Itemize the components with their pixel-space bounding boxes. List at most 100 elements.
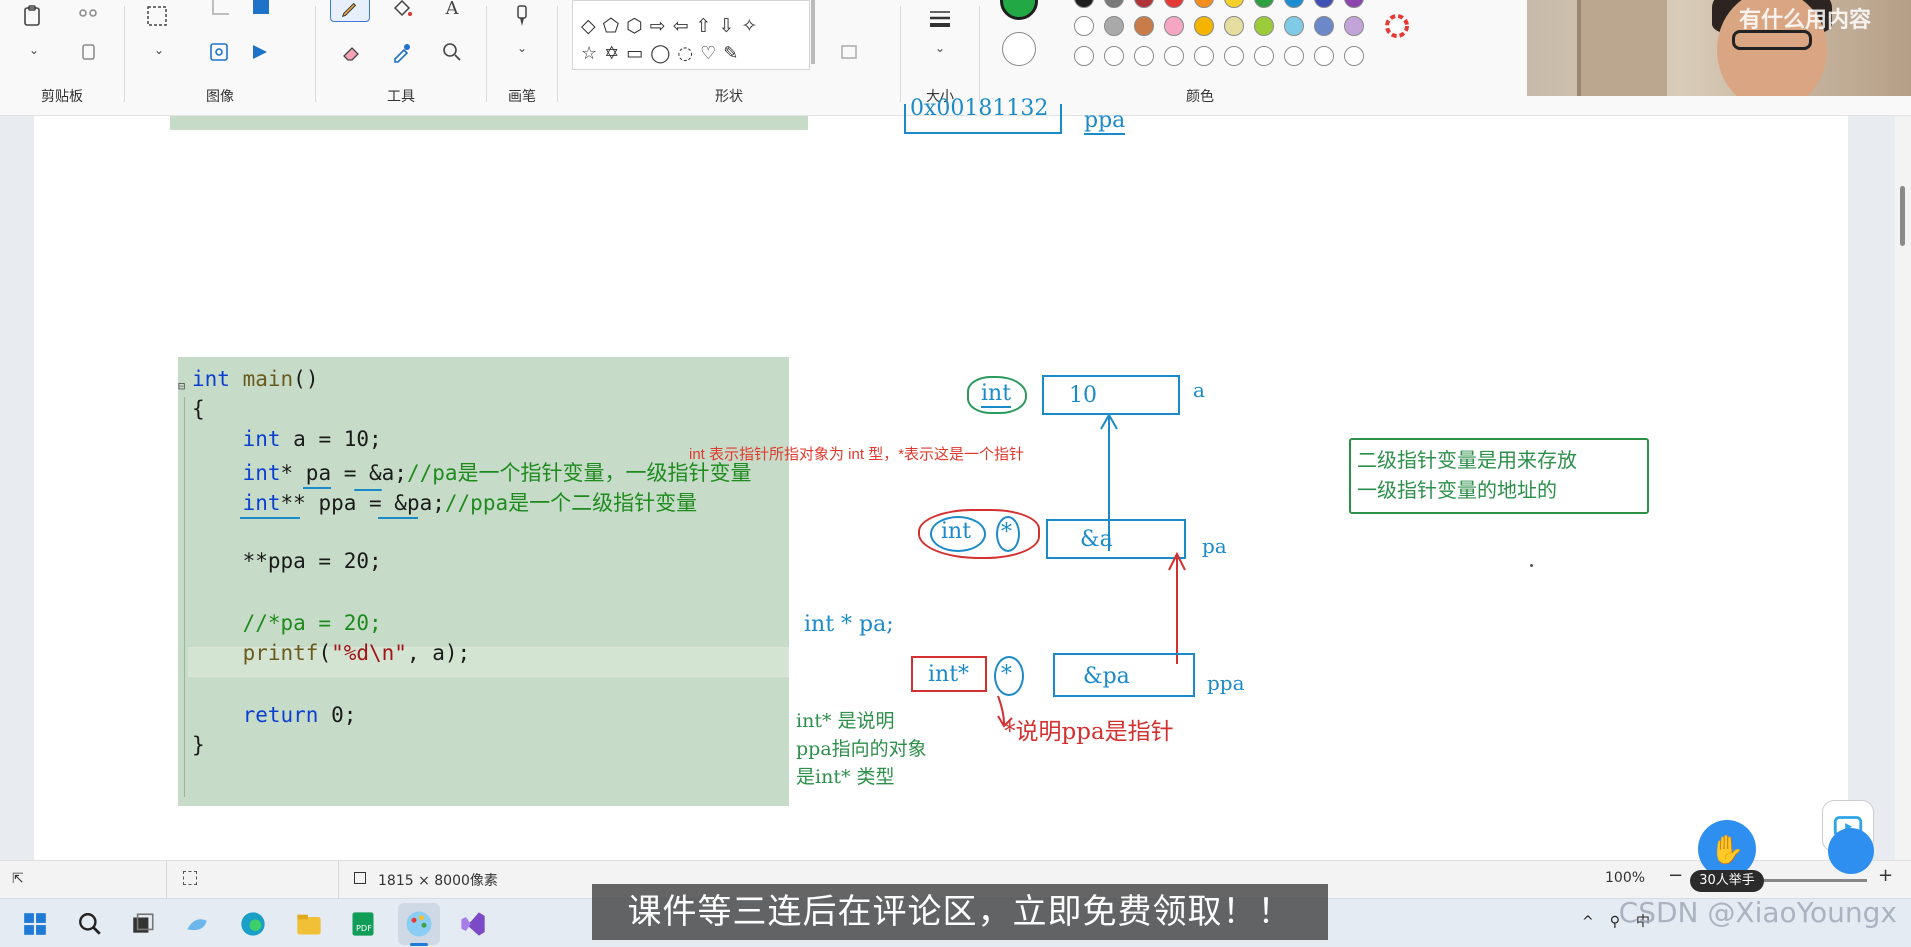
task-view-icon[interactable]	[126, 907, 160, 941]
system-tray[interactable]: ^⚲中	[1582, 914, 1666, 930]
brush-dropdown-icon[interactable]: ⌄	[516, 41, 528, 55]
shapes-row-2[interactable]: ◇⬠⬡⇨⇦⇧⇩✧	[581, 15, 765, 37]
color-swatch[interactable]	[1134, 0, 1154, 8]
pa-int-label: int	[941, 519, 972, 544]
custom-color-slot[interactable]	[1134, 46, 1154, 66]
color-swatch[interactable]	[1254, 0, 1274, 8]
color-swatch[interactable]	[1104, 16, 1124, 36]
color-swatch[interactable]	[1074, 0, 1094, 8]
color-swatch[interactable]	[1314, 0, 1334, 8]
shapes-scrollbar[interactable]	[811, 0, 815, 64]
image-group: ⌄ 图像	[125, 0, 315, 116]
pa-name: pa	[1202, 534, 1227, 558]
image-search-icon[interactable]	[205, 38, 233, 66]
custom-color-slot[interactable]	[1254, 46, 1274, 66]
color-swatch[interactable]	[1344, 16, 1364, 36]
size-dropdown-icon[interactable]: ⌄	[934, 41, 946, 55]
custom-color-slot[interactable]	[1104, 46, 1124, 66]
crop-icon[interactable]	[205, 0, 233, 22]
fill-style-icon[interactable]	[836, 38, 864, 66]
edit-colors-icon[interactable]	[1383, 12, 1411, 40]
custom-color-slot[interactable]	[1314, 46, 1334, 66]
code-line-int-ppa: int** ppa = &pa;//ppa是一个二级指针变量	[242, 491, 698, 515]
video-subtitle: 课件等三连后在评论区，立即免费领取！！	[592, 884, 1328, 940]
color-swatch[interactable]	[1254, 16, 1274, 36]
color-swatch[interactable]	[1164, 0, 1184, 8]
code-line-assign: **ppa = 20;	[192, 549, 382, 573]
fill-icon[interactable]	[388, 0, 416, 22]
select-icon[interactable]	[143, 2, 171, 30]
color-swatch[interactable]	[1194, 0, 1214, 8]
color-swatch[interactable]	[1074, 16, 1094, 36]
collapse-marker[interactable]: ⊟	[178, 379, 186, 393]
color-swatch[interactable]	[1104, 0, 1124, 8]
select-dropdown-icon[interactable]: ⌄	[153, 43, 165, 57]
red-note: int 表示指针所指对象为 int 型，*表示这是一个指针	[689, 446, 1025, 463]
resize-icon[interactable]	[247, 0, 275, 22]
widgets-icon[interactable]	[180, 907, 214, 941]
int-blue-circle	[930, 516, 986, 552]
visual-studio-icon[interactable]	[456, 907, 490, 941]
brush-icon[interactable]	[508, 2, 536, 30]
drawing-canvas[interactable]: 0x00181132 ppa ⊟ int main() { int a = 10…	[34, 96, 1848, 860]
custom-color-slot[interactable]	[1344, 46, 1364, 66]
scroll-thumb[interactable]	[1900, 186, 1905, 246]
underline-int-ptr	[240, 517, 300, 519]
paste-icon[interactable]	[18, 2, 46, 30]
color-swatch[interactable]	[1224, 16, 1244, 36]
active-app-indicator	[410, 943, 428, 946]
code-line-int-pa: int* pa = &a;//pa是一个指针变量，一级指针变量	[242, 461, 752, 485]
magnifier-icon[interactable]	[438, 38, 466, 66]
zoom-slider[interactable]	[1692, 879, 1867, 882]
color-swatch[interactable]	[1224, 0, 1244, 8]
eraser-icon[interactable]	[338, 38, 366, 66]
custom-color-slot[interactable]	[1224, 46, 1244, 66]
custom-color-slot[interactable]	[1284, 46, 1304, 66]
windows-start-icon[interactable]	[18, 907, 52, 941]
color-swatch[interactable]	[1134, 16, 1154, 36]
color-swatch[interactable]	[1314, 16, 1334, 36]
shapes-gallery[interactable]: ◇⬠⬡⇨⇦⇧⇩✧ ☆✡▭◯◌♡✎	[572, 0, 810, 70]
shapes-row-3[interactable]: ☆✡▭◯◌♡✎	[581, 43, 746, 64]
chat-bubble-icon[interactable]	[1828, 828, 1874, 874]
file-explorer-icon[interactable]	[292, 907, 326, 941]
color-swatch[interactable]	[1344, 0, 1364, 8]
pdf-app-icon[interactable]: PDF	[346, 907, 380, 941]
selection-size-icon	[183, 871, 197, 885]
box-a: 10	[1042, 375, 1180, 415]
paint-app-active[interactable]	[398, 903, 440, 945]
custom-color-slot[interactable]	[1164, 46, 1184, 66]
edge-browser-icon[interactable]	[236, 907, 270, 941]
status-separator	[166, 861, 167, 899]
color-swatch[interactable]	[1284, 0, 1304, 8]
int-circle	[967, 376, 1027, 414]
color-picker-icon[interactable]	[388, 38, 416, 66]
secondary-color-swatch[interactable]	[1002, 32, 1036, 66]
custom-color-slot[interactable]	[1074, 46, 1094, 66]
zoom-out-button[interactable]: −	[1668, 865, 1684, 886]
line-size-icon[interactable]	[926, 4, 954, 32]
cursor-position-icon: ⇱	[12, 871, 24, 887]
separator	[124, 6, 125, 102]
cut-icon[interactable]	[74, 0, 102, 22]
pencil-tool-selected[interactable]	[330, 0, 370, 22]
raise-hand-button[interactable]: ✋	[1698, 820, 1756, 878]
paste-dropdown-icon[interactable]: ⌄	[28, 43, 40, 57]
webcam-watermark: 有什么用内容	[1738, 8, 1871, 33]
rotate-icon[interactable]	[247, 38, 275, 66]
a-name: a	[1193, 378, 1205, 402]
search-icon[interactable]	[73, 907, 107, 941]
zoom-in-button[interactable]: +	[1878, 865, 1894, 886]
color-swatch[interactable]	[1284, 16, 1304, 36]
canvas-size-icon	[354, 872, 366, 884]
shapes-group: ◇⬠⬡⇨⇦⇧⇩✧ ☆✡▭◯◌♡✎ 形状	[558, 0, 900, 116]
copy-icon[interactable]	[74, 38, 102, 66]
ppa-type-label: int*	[928, 662, 970, 687]
color-swatch[interactable]	[1164, 16, 1184, 36]
green-note-line-2: 一级指针变量的地址的	[1357, 478, 1557, 502]
vertical-scrollbar[interactable]	[1895, 116, 1911, 860]
custom-color-slot[interactable]	[1194, 46, 1214, 66]
color-swatch[interactable]	[1194, 16, 1214, 36]
primary-color-swatch[interactable]	[1000, 0, 1038, 20]
text-icon[interactable]: A	[445, 0, 459, 19]
